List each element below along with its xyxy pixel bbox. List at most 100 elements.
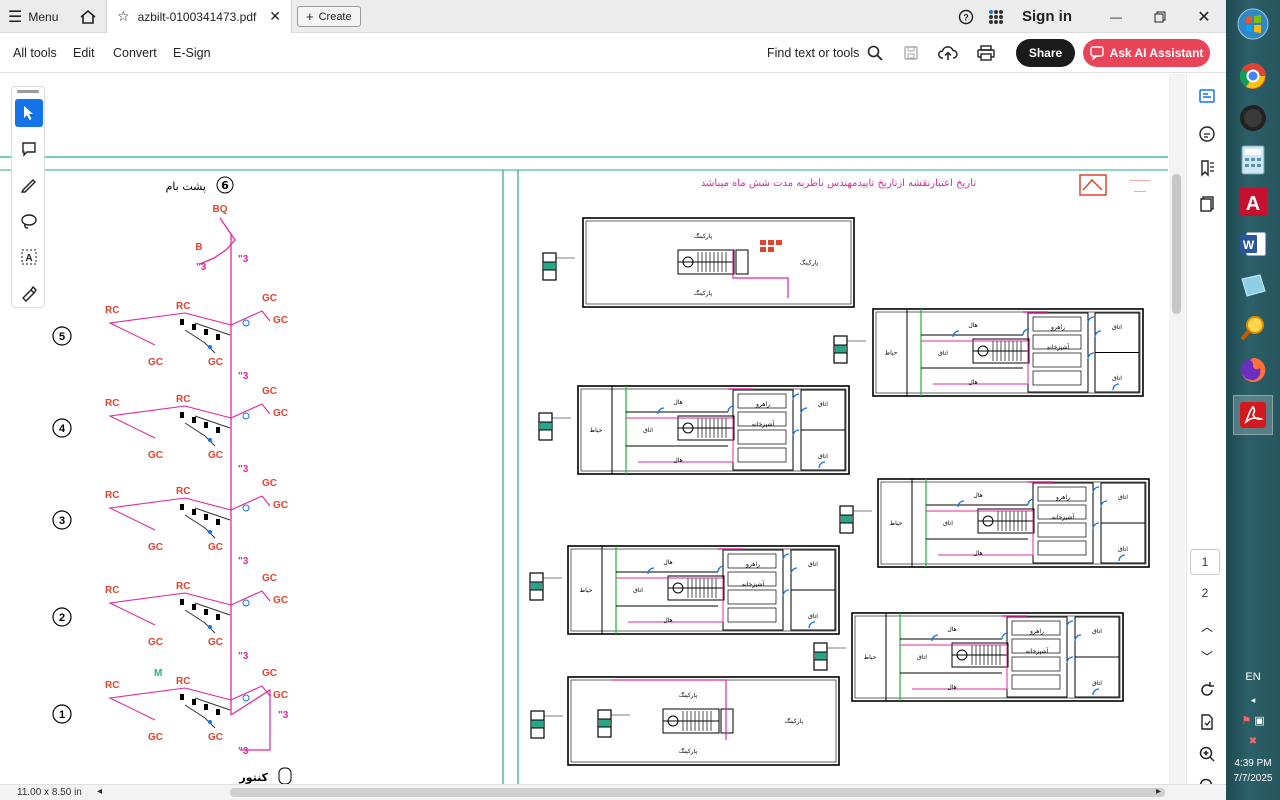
- help-button[interactable]: ?: [956, 0, 976, 33]
- gc-label: GC: [273, 595, 288, 606]
- plan-label: راهرو: [1029, 628, 1044, 635]
- plan-label: هال: [973, 550, 982, 557]
- engineer-logo: ~~~~~ ~~~: [1079, 174, 1150, 196]
- scroll-right-icon[interactable]: ▸: [1156, 786, 1162, 797]
- size-label: "3: [238, 556, 249, 567]
- close-window-icon[interactable]: ✕: [1197, 8, 1211, 26]
- close-tab-icon[interactable]: ✕: [269, 8, 281, 24]
- word-icon[interactable]: W: [1233, 224, 1273, 264]
- comments-panel-icon[interactable]: [1195, 122, 1219, 146]
- horizontal-scroll-thumb[interactable]: [230, 788, 1165, 797]
- rail-grip[interactable]: [17, 90, 39, 93]
- firefox-icon[interactable]: [1233, 350, 1273, 390]
- rc-label: RC: [176, 486, 190, 497]
- floor-marker: [52, 326, 72, 346]
- language-indicator[interactable]: EN: [1245, 671, 1261, 683]
- save-icon: [904, 46, 918, 60]
- document-viewport[interactable]: پشت بام 6 تاریخ اعتبارنقشه ازتاریخ تایید…: [0, 74, 1168, 784]
- page-thumb-2[interactable]: 2: [1201, 586, 1209, 600]
- plan-label: راهرو: [755, 401, 770, 408]
- pages-panel-icon[interactable]: [1195, 192, 1219, 216]
- scroll-left-icon[interactable]: ◂: [97, 786, 103, 797]
- ai-chat-icon: [1089, 46, 1104, 60]
- all-tools-menu[interactable]: All tools: [13, 46, 57, 60]
- draw-tool[interactable]: [15, 207, 43, 235]
- extract-page-icon[interactable]: [1195, 710, 1219, 734]
- maximize-icon[interactable]: [1148, 0, 1172, 33]
- zoom-in-icon[interactable]: [1195, 742, 1219, 766]
- tray-network-icons[interactable]: ⚑ ▣: [1226, 714, 1280, 727]
- clock-date[interactable]: 7/7/2025: [1233, 773, 1273, 784]
- sign-in-button[interactable]: Sign in: [1022, 8, 1072, 25]
- plan-label: پارکینگ: [679, 691, 698, 699]
- plan-label: حیاط: [890, 520, 903, 527]
- plan-label: پارکینگ: [800, 259, 819, 267]
- gc-label: GC: [148, 542, 163, 553]
- esign-menu[interactable]: E-Sign: [173, 46, 211, 60]
- vertical-scrollbar[interactable]: [1169, 74, 1185, 784]
- print-button[interactable]: [974, 33, 998, 73]
- create-button[interactable]: + Create: [297, 6, 361, 27]
- plan-label: هال: [973, 492, 982, 499]
- edit-menu[interactable]: Edit: [73, 46, 95, 60]
- text-tool[interactable]: A: [15, 243, 43, 271]
- highlight-tool[interactable]: [15, 171, 43, 199]
- menu-button[interactable]: ☰ Menu: [8, 0, 58, 33]
- autocad-icon[interactable]: A: [1233, 182, 1273, 222]
- signature-icon: [22, 285, 37, 302]
- home-button[interactable]: [76, 0, 100, 33]
- upload-button[interactable]: [936, 33, 960, 73]
- calculator-icon[interactable]: [1233, 140, 1273, 180]
- star-icon[interactable]: ☆: [117, 8, 130, 24]
- volume-muted-icon[interactable]: ✖: [1248, 736, 1258, 747]
- ask-ai-assistant-button[interactable]: Ask AI Assistant: [1083, 39, 1210, 67]
- document-tab[interactable]: ☆ azbilt-0100341473.pdf ✕: [106, 0, 292, 33]
- plan-label: هال: [947, 684, 956, 691]
- rc-label: RC: [105, 490, 119, 501]
- tray-expand-icon[interactable]: ◂: [1250, 695, 1256, 705]
- sign-tool[interactable]: [15, 279, 43, 307]
- size-label: "3: [238, 746, 249, 757]
- bookmark-icon[interactable]: [1195, 156, 1219, 180]
- clock-time[interactable]: 4:39 PM: [1234, 758, 1272, 769]
- refresh-icon[interactable]: [1195, 678, 1219, 702]
- network-icon[interactable]: ▣: [1254, 715, 1265, 727]
- floor-marker: [52, 607, 72, 627]
- plan-label: هال: [673, 457, 682, 464]
- meter-label: کنتور: [238, 771, 268, 784]
- find-text-tools[interactable]: Find text or tools: [767, 33, 884, 73]
- gas-meter-cluster: [732, 240, 789, 298]
- title-bar: ☰ Menu ☆ azbilt-0100341473.pdf ✕ + Creat…: [0, 0, 1226, 33]
- ai-summary-icon[interactable]: [1195, 84, 1219, 108]
- chevron-down-icon[interactable]: ﹀: [1200, 649, 1213, 664]
- chevron-up-icon[interactable]: ︿: [1200, 619, 1213, 634]
- minimize-icon[interactable]: —: [1110, 9, 1122, 24]
- plan-label: اتاق: [1112, 324, 1122, 331]
- plan-label: اتاق: [818, 453, 828, 460]
- plan-label: آشپزخانه: [1052, 512, 1075, 521]
- acrobat-taskbar-icon[interactable]: [1233, 395, 1273, 435]
- chrome-icon[interactable]: [1233, 56, 1273, 96]
- gc-label: GC: [262, 573, 277, 584]
- save-button[interactable]: [899, 33, 923, 73]
- scroll-thumb[interactable]: [1172, 174, 1181, 314]
- select-tool[interactable]: [15, 99, 43, 127]
- notes-app-icon[interactable]: [1233, 266, 1273, 306]
- svg-text:A: A: [1246, 193, 1260, 215]
- flag-icon[interactable]: ⚑: [1241, 715, 1252, 727]
- share-button[interactable]: Share: [1016, 39, 1075, 67]
- floor-marker: [52, 418, 72, 438]
- convert-menu[interactable]: Convert: [113, 46, 157, 60]
- app-dark-circle-icon[interactable]: [1233, 98, 1273, 138]
- plan-label: اتاق: [818, 401, 828, 408]
- page-thumb-1[interactable]: 1: [1190, 549, 1220, 575]
- search-magnifier-icon[interactable]: [1233, 308, 1273, 348]
- apps-button[interactable]: [986, 0, 1006, 33]
- plan-label: اتاق: [808, 561, 818, 568]
- plan-label: هال: [663, 617, 672, 624]
- plan-label: هال: [968, 322, 977, 329]
- comment-tool[interactable]: [15, 135, 43, 163]
- start-button-icon[interactable]: [1233, 4, 1273, 44]
